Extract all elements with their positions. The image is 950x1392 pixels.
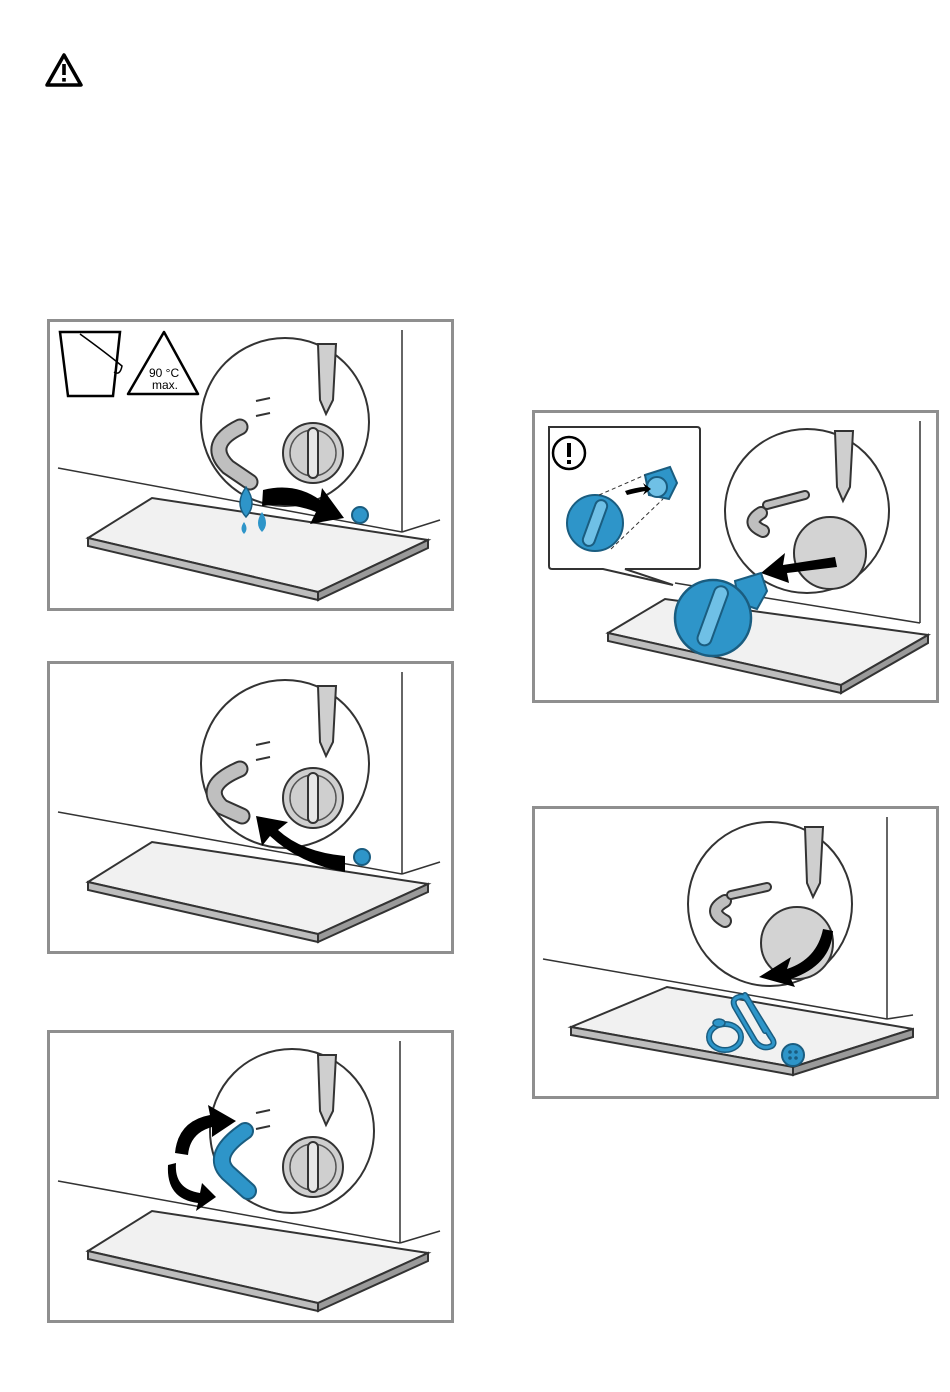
illustration-clip-hose bbox=[47, 1030, 454, 1323]
warning-triangle-icon bbox=[44, 52, 84, 88]
button-icon bbox=[782, 1044, 804, 1066]
illustration-replace-cap bbox=[47, 661, 454, 954]
hot-water-triangle-icon: 90 °C max. bbox=[128, 332, 198, 394]
illustration-remove-foreign-objects bbox=[532, 806, 939, 1099]
illustration-drain-water: 90 °C max. bbox=[47, 319, 454, 611]
callout-detail bbox=[549, 427, 700, 585]
bucket-icon bbox=[60, 332, 122, 396]
svg-text:max.: max. bbox=[152, 378, 178, 392]
illustration-unscrew-pump-cap bbox=[532, 410, 939, 703]
